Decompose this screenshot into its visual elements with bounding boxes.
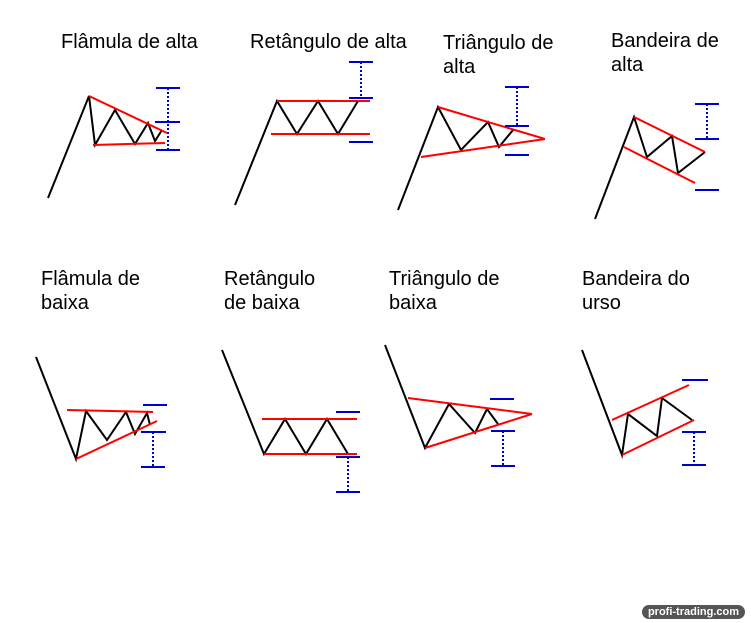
- bear-triangle-price: [384, 344, 499, 451]
- bull-pennant-upper-line: [88, 95, 168, 134]
- bull-rectangle-price: [234, 98, 359, 206]
- bull-flag-lower-line: [623, 146, 696, 184]
- bull-pennant-lower-line: [92, 142, 166, 146]
- bear-pennant-upper-line: [66, 409, 154, 413]
- pattern-title-bull-triangle: Triângulo de alta: [443, 32, 554, 78]
- bull-triangle-price: [397, 104, 514, 211]
- pattern-title-bull-pennant: Flâmula de alta: [61, 31, 198, 53]
- watermark-badge: profi-trading.com: [641, 605, 745, 619]
- bear-flag-price: [581, 349, 693, 459]
- pattern-title-bear-pennant: Flâmula de baixa: [41, 268, 140, 314]
- bear-pennant-lower-line: [75, 420, 158, 460]
- pattern-title-bull-rectangle: Retângulo de alta: [250, 31, 407, 53]
- bull-triangle-upper-line: [437, 106, 546, 140]
- pattern-title-bull-flag: Bandeira de alta: [611, 30, 719, 76]
- bear-triangle-upper-line: [407, 397, 533, 415]
- bear-rectangle-price: [221, 349, 349, 457]
- bull-pennant-price: [47, 95, 163, 199]
- bear-flag-lower-line: [621, 419, 695, 456]
- bull-flag-upper-line: [633, 116, 706, 153]
- pattern-title-bear-triangle: Triângulo de baixa: [389, 268, 500, 314]
- bull-flag-price: [594, 113, 706, 220]
- bear-pennant-price: [35, 356, 151, 463]
- bull-triangle-lower-line: [420, 138, 546, 158]
- bear-flag-upper-line: [611, 384, 690, 421]
- pattern-title-bear-rectangle: Retângulo de baixa: [224, 268, 316, 314]
- pattern-title-bear-flag: Bandeira do urso: [582, 268, 690, 314]
- bear-triangle-lower-line: [424, 413, 533, 449]
